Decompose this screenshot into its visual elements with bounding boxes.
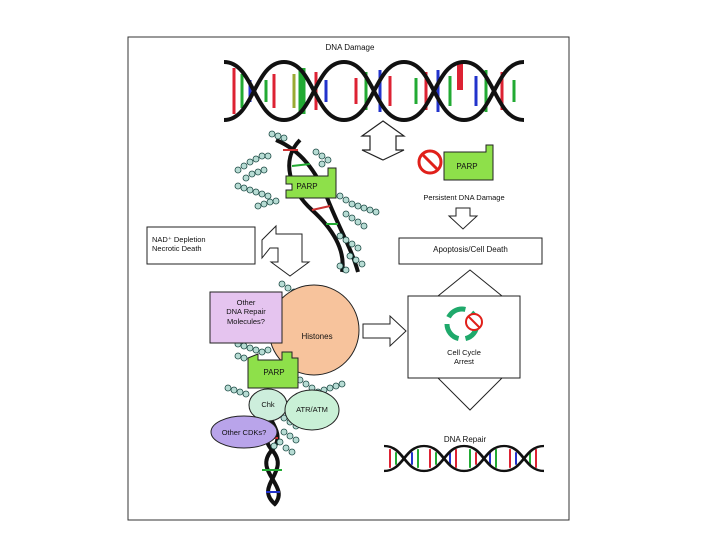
base-pairs-bottom bbox=[389, 449, 537, 468]
atr-atm-label: ATR/ATM bbox=[296, 405, 328, 414]
atr-atm-shape bbox=[284, 389, 340, 431]
no-symbol-icon bbox=[417, 149, 443, 175]
parp-bottom-label: PARP bbox=[263, 368, 285, 377]
parp-inhibited-label: PARP bbox=[456, 162, 478, 171]
cell-cycle-line-2: Arrest bbox=[453, 357, 474, 367]
persistent-down-arrow bbox=[447, 207, 479, 230]
other-cdks-shape bbox=[210, 415, 278, 449]
histones-label: Histones bbox=[301, 332, 333, 341]
bead-cluster-upper-right bbox=[312, 148, 380, 274]
dna-helix-top bbox=[222, 60, 526, 122]
apoptosis-box bbox=[398, 237, 543, 265]
parp-inhibited-shape bbox=[443, 144, 494, 181]
chk-label: Chk bbox=[261, 400, 275, 409]
nad-line-2: Necrotic Death bbox=[152, 244, 202, 254]
nad-depletion-label: NAD⁺ Depletion Necrotic Death bbox=[148, 235, 258, 254]
other-cdks-label: Other CDKs? bbox=[221, 428, 267, 437]
cell-cycle-line-1: Cell Cycle bbox=[447, 348, 481, 357]
nad-depletion-box bbox=[146, 226, 256, 265]
other-repair-box bbox=[209, 291, 283, 344]
dna-repair-label: DNA Repair bbox=[443, 435, 487, 444]
other-repair-line-2: DNA Repair bbox=[226, 307, 266, 317]
other-repair-label: Other DNA Repair Molecules? bbox=[210, 298, 282, 326]
bead-cluster-upper-left bbox=[234, 130, 288, 210]
dna-helix-bottom bbox=[382, 444, 546, 473]
apoptosis-label: Apoptosis/Cell Death bbox=[433, 245, 508, 254]
persistent-damage-label: Persistent DNA Damage bbox=[423, 193, 505, 202]
nad-line-1: NAD⁺ Depletion bbox=[152, 235, 206, 244]
bidirectional-arrow bbox=[360, 120, 406, 161]
cell-cycle-icon bbox=[444, 306, 483, 342]
parp-bottom-shape bbox=[247, 351, 299, 389]
parp-top-label: PARP bbox=[296, 182, 318, 191]
right-arrow bbox=[362, 314, 407, 348]
other-repair-line-3: Molecules? bbox=[227, 316, 265, 326]
other-repair-line-1: Other bbox=[236, 298, 256, 307]
curved-arrow-necrotic bbox=[261, 224, 311, 277]
dna-damage-title: DNA Damage bbox=[325, 43, 375, 52]
parp-top-shape bbox=[285, 167, 337, 199]
cell-cycle-label: Cell Cycle Arrest bbox=[410, 348, 518, 367]
